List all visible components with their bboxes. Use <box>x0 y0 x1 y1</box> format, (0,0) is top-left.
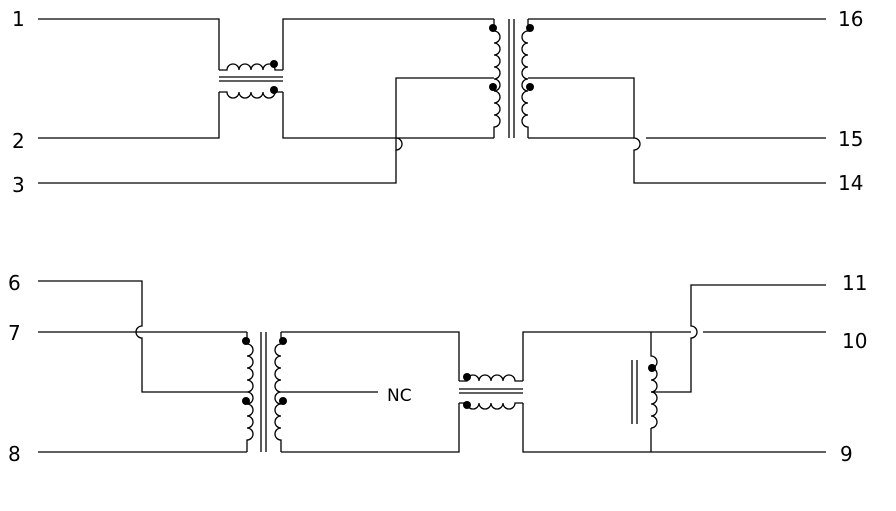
pin-14-label: 14 <box>838 171 863 195</box>
polarity-dot <box>279 397 287 405</box>
pin-7-label: 7 <box>8 321 21 345</box>
polarity-dot <box>270 60 278 68</box>
pin-3-label: 3 <box>12 173 25 197</box>
bottom-wires <box>38 280 826 453</box>
pin-9-label: 9 <box>840 442 853 466</box>
pin-11-label: 11 <box>842 271 867 295</box>
polarity-dot <box>648 364 656 372</box>
polarity-dot <box>279 337 287 345</box>
polarity-dot <box>242 337 250 345</box>
top-circuit: 1 2 3 16 15 14 <box>12 7 863 197</box>
pin-10-label: 10 <box>842 329 867 353</box>
polarity-dot <box>489 83 497 91</box>
top-wires <box>38 18 826 184</box>
pin-8-label: 8 <box>8 442 21 466</box>
pin-6-label: 6 <box>8 271 21 295</box>
pin-1-label: 1 <box>12 7 25 31</box>
top-common-mode-choke <box>219 60 283 99</box>
polarity-dot <box>242 397 250 405</box>
bottom-transformer <box>242 332 287 452</box>
polarity-dot <box>463 401 471 409</box>
bottom-common-mode-choke <box>459 373 523 410</box>
polarity-dot <box>489 24 497 32</box>
polarity-dot <box>526 83 534 91</box>
nc-label: NC <box>387 386 412 406</box>
polarity-dot <box>270 86 278 94</box>
pin-15-label: 15 <box>838 127 863 151</box>
bottom-inductor <box>631 350 658 429</box>
pin-2-label: 2 <box>12 129 25 153</box>
bottom-circuit: 6 7 8 11 10 9 NC <box>8 271 867 466</box>
polarity-dot <box>526 24 534 32</box>
polarity-dot <box>463 373 471 381</box>
top-transformer <box>489 19 534 138</box>
pin-16-label: 16 <box>838 7 863 31</box>
